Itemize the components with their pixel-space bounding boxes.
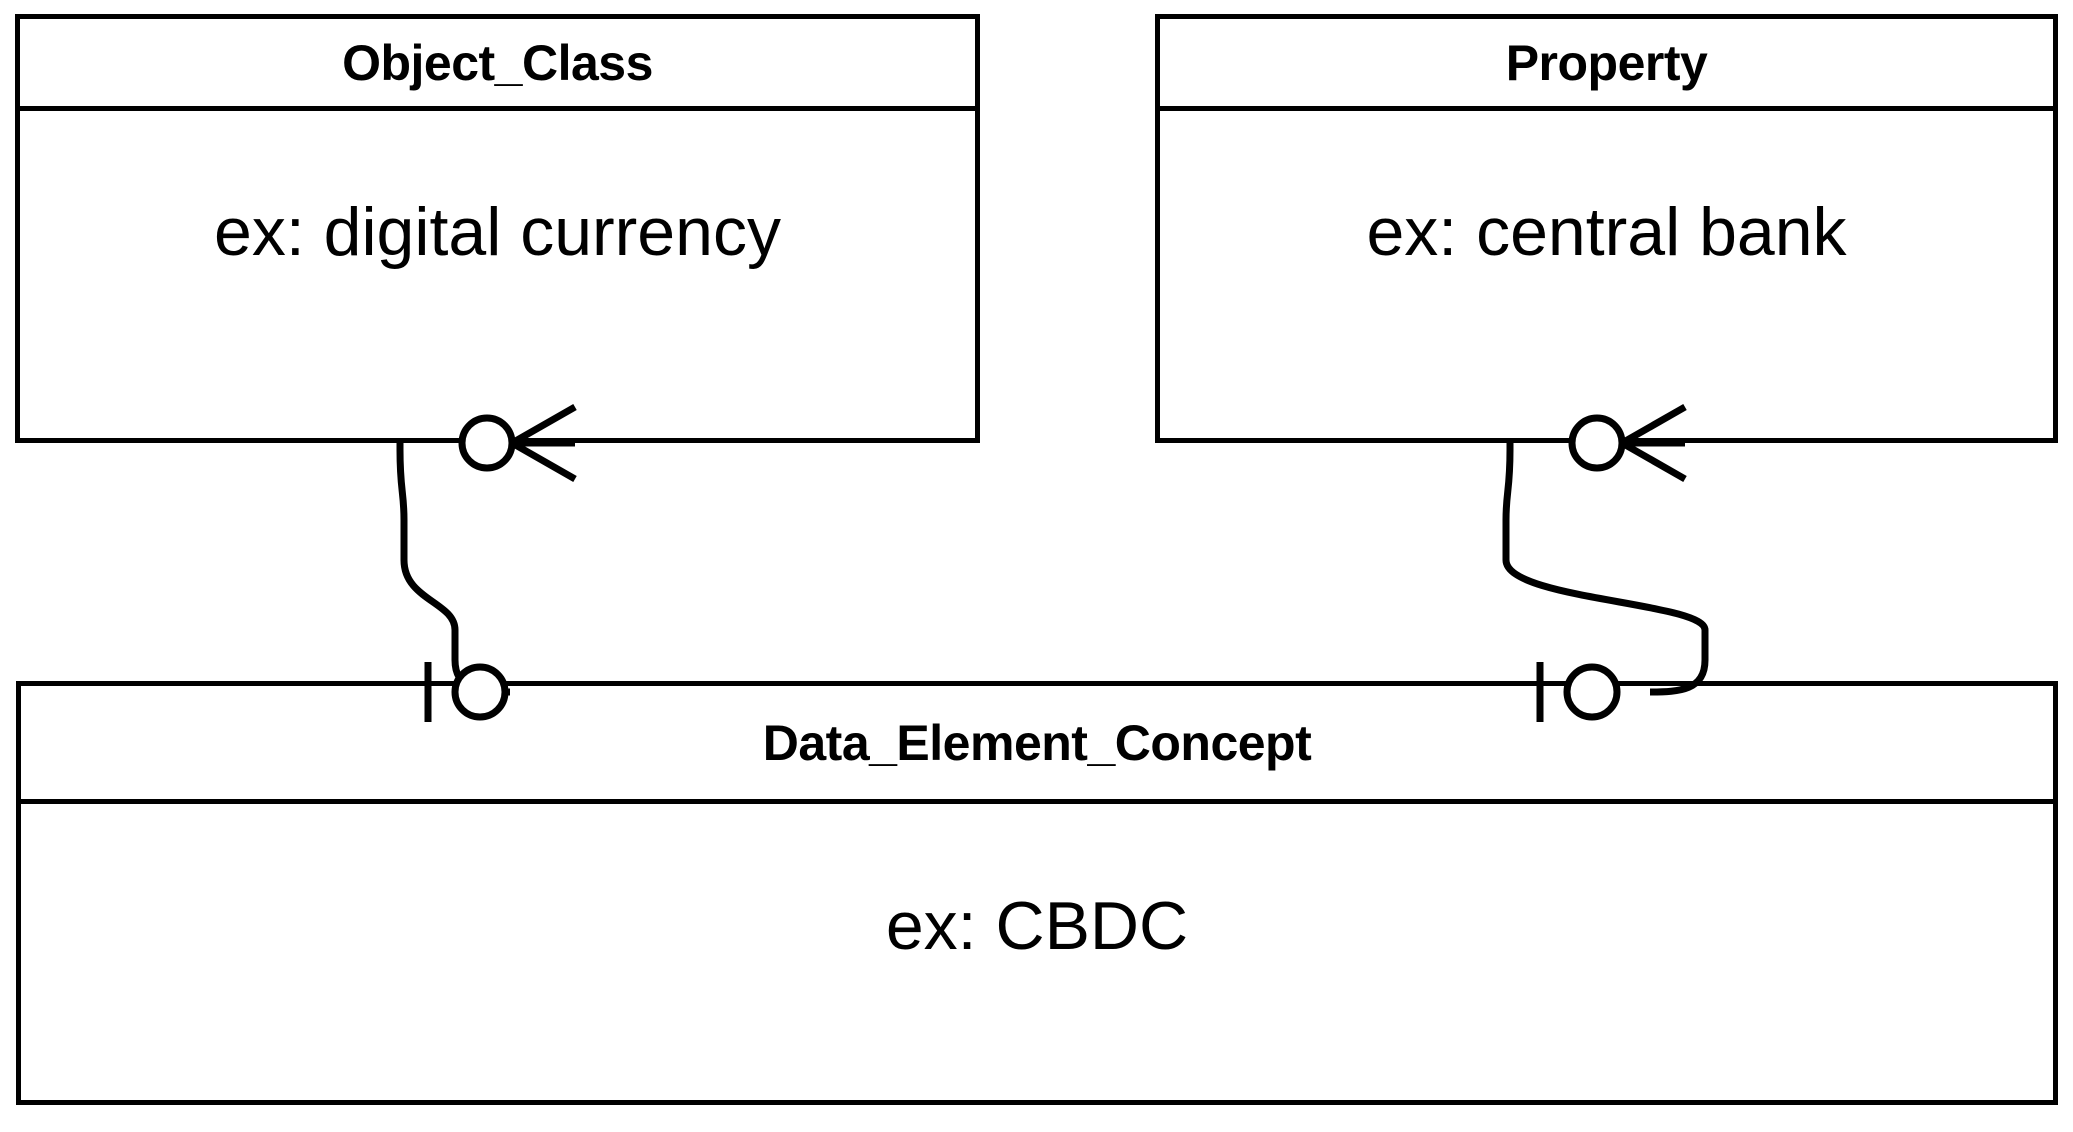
entity-title-data-element-concept: Data_Element_Concept <box>762 714 1312 771</box>
entity-example-property: ex: central bank <box>1366 193 1847 270</box>
relationship-line-object-class-to-dec <box>396 443 511 696</box>
entity-box-object-class[interactable]: Object_Class ex: digital currency <box>15 14 980 443</box>
relationship-line-property-to-dec <box>1502 443 1709 696</box>
entity-header-object-class: Object_Class <box>20 19 975 111</box>
relationship-object-class-to-dec[interactable] <box>396 403 577 722</box>
entity-title-object-class: Object_Class <box>342 34 653 91</box>
entity-box-data-element-concept[interactable]: Data_Element_Concept ex: CBDC <box>16 681 2058 1105</box>
entity-header-property: Property <box>1160 19 2053 111</box>
entity-body-property: ex: central bank <box>1160 111 2053 438</box>
entity-example-data-element-concept: ex: CBDC <box>885 888 1189 964</box>
entity-header-data-element-concept: Data_Element_Concept <box>21 686 2053 804</box>
entity-box-property[interactable]: Property ex: central bank <box>1155 14 2058 443</box>
entity-title-property: Property <box>1505 34 1708 91</box>
entity-body-data-element-concept: ex: CBDC <box>21 804 2053 1100</box>
entity-example-object-class: ex: digital currency <box>214 193 781 270</box>
relationship-property-to-dec[interactable] <box>1502 403 1709 722</box>
entity-body-object-class: ex: digital currency <box>20 111 975 438</box>
